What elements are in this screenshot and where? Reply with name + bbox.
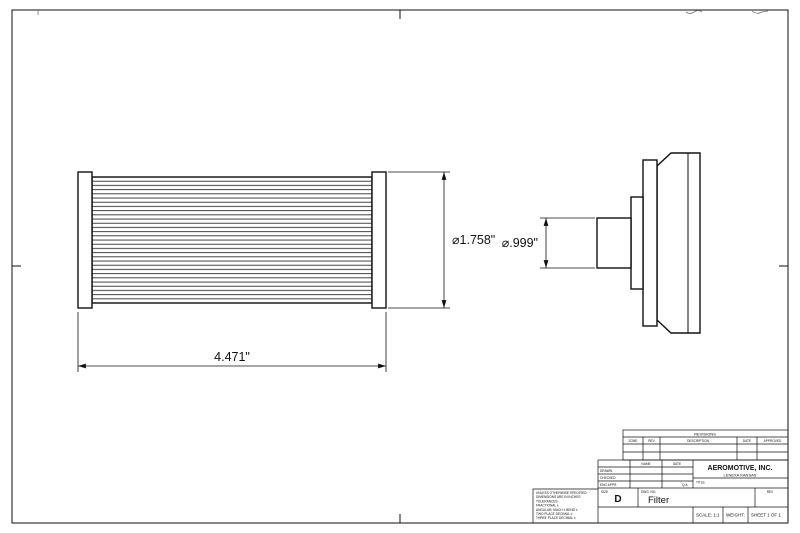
approval-row-checked: CHECKED xyxy=(600,476,616,480)
port-diameter-value: ⌀.999" xyxy=(502,236,538,250)
approval-row-eng-appr: ENG APPR. xyxy=(600,483,617,487)
drawing-title: Filter xyxy=(648,495,669,506)
approval-row-qa: Q.A. xyxy=(682,483,688,487)
title-block: NAME DATE DRAWN CHECKED ENG APPR. Q.A. A… xyxy=(597,459,789,524)
size-label: SIZE xyxy=(601,490,608,494)
dwg-no-label: DWG. NO. xyxy=(641,490,656,494)
note-line: UNLESS OTHERWISE SPECIFIED: xyxy=(536,491,588,495)
scale-value: SCALE: 1:1 xyxy=(696,513,720,518)
filter-side-view xyxy=(77,171,387,309)
notes-outline xyxy=(532,488,598,523)
company-location: LENEXA KANSAS xyxy=(724,473,757,478)
date-header: DATE xyxy=(673,462,681,466)
rev-col-description: DESCRIPTION xyxy=(687,439,709,443)
rev-label: REV xyxy=(767,490,774,494)
fitting-flange xyxy=(642,159,658,327)
fitting-collar xyxy=(630,196,644,290)
filter-right-end-cap xyxy=(371,171,387,309)
revisions-grid xyxy=(623,436,788,460)
sheet-value: SHEET 1 OF 1 xyxy=(751,513,781,518)
note-line: TOLERANCES: xyxy=(536,499,559,503)
fitting-end-view xyxy=(596,152,701,334)
fitting-housing-body xyxy=(656,152,701,334)
rev-col-zone: ZONE xyxy=(629,439,638,443)
filter-left-end-cap xyxy=(77,171,93,309)
note-line: ANGULAR: MACH ± BEND ± xyxy=(536,508,578,512)
revisions-table: REVISIONS ZONE REV DESCRIPTION DATE APPR… xyxy=(622,429,789,461)
weight-label: WEIGHT: xyxy=(726,513,745,518)
note-line: THREE PLACE DECIMAL ± xyxy=(536,516,576,520)
rev-col-rev: REV xyxy=(648,439,655,443)
sheet-border xyxy=(11,9,789,524)
tolerance-notes-block: UNLESS OTHERWISE SPECIFIED: DIMENSIONS A… xyxy=(532,488,598,523)
fitting-port-nipple xyxy=(596,217,632,269)
title-block-grid xyxy=(598,460,788,523)
sheet-size: D xyxy=(614,494,621,505)
company-name: AEROMOTIVE, INC. xyxy=(708,465,773,472)
dimension-port-diameter: ⌀.999" xyxy=(502,217,595,269)
rev-col-date: DATE xyxy=(743,439,751,443)
outer-diameter-value: ⌀1.758" xyxy=(452,233,495,247)
title-label: TITLE: xyxy=(696,481,706,485)
rev-col-approved: APPROVED xyxy=(764,439,782,443)
note-line: TWO PLACE DECIMAL ± xyxy=(536,512,573,516)
note-line: DIMENSIONS ARE IN INCHES xyxy=(536,495,580,499)
revisions-header: REVISIONS xyxy=(694,432,716,437)
name-header: NAME xyxy=(641,462,650,466)
print-mark-left xyxy=(685,10,703,14)
approval-row-drawn: DRAWN xyxy=(600,469,613,473)
print-mark-right xyxy=(751,10,769,14)
note-line: FRACTIONAL ± xyxy=(536,504,559,508)
dimension-overall-length: 4.471" xyxy=(77,312,387,372)
filter-pleated-body xyxy=(91,176,373,304)
dimension-outer-diameter: ⌀1.758" xyxy=(388,171,495,309)
overall-length-value: 4.471" xyxy=(214,350,250,364)
